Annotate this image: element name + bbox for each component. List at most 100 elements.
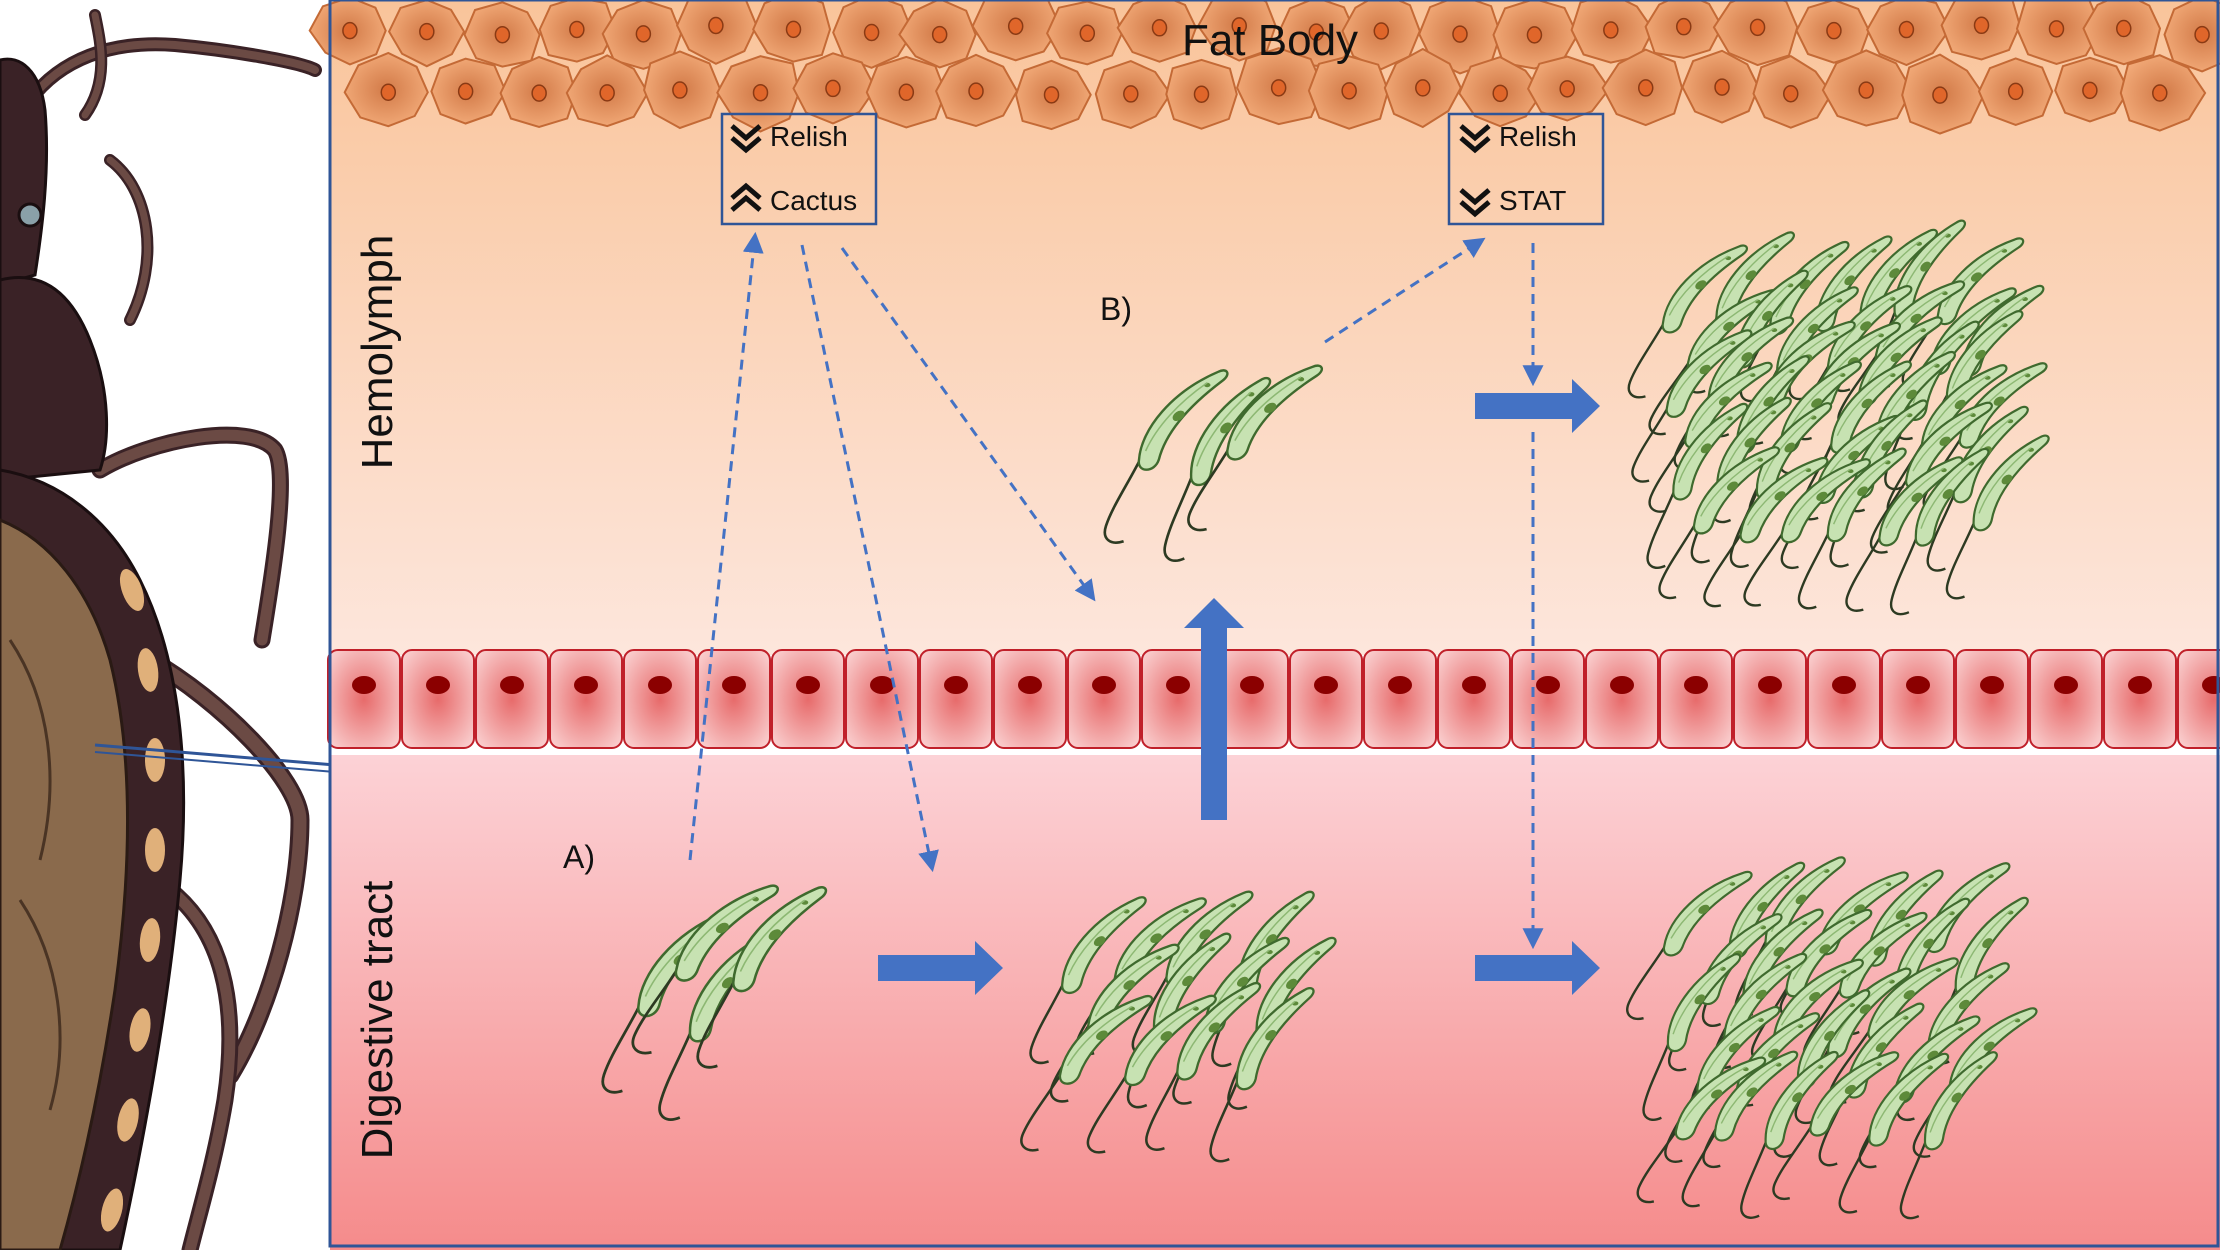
dashed-arrow-gut-to-box-a: [688, 231, 764, 861]
fat-cell-nucleus: [1603, 21, 1619, 39]
insect-illustration: [0, 9, 336, 1250]
epithelial-nucleus: [1536, 676, 1560, 694]
epithelial-cell: [2177, 649, 2220, 749]
fat-cell-nucleus: [672, 81, 688, 99]
epithelial-nucleus: [1758, 676, 1782, 694]
epithelial-nucleus: [426, 676, 450, 694]
fat-body-layer: [308, 0, 2220, 135]
fat-cell-nucleus: [531, 84, 547, 102]
box-a-item1: Relish: [770, 121, 848, 152]
fat-cell-nucleus: [752, 83, 769, 102]
epithelial-nucleus: [1018, 676, 1042, 694]
epithelial-nucleus: [1610, 676, 1634, 694]
dashed-arrow-box-a-to-gut: [800, 244, 939, 873]
panel-border: [328, 0, 2220, 1248]
fat-cell: [2163, 0, 2220, 73]
fat-cell-nucleus: [2048, 20, 2065, 38]
fat-cell-nucleus: [1714, 78, 1730, 96]
fat-cell-nucleus: [2082, 81, 2098, 100]
fat-cell-nucleus: [785, 20, 802, 39]
epithelial-nucleus: [352, 676, 376, 694]
fat-cell-nucleus: [1308, 23, 1325, 41]
epithelial-cell: [327, 649, 401, 749]
epithelial-cell: [1881, 649, 1955, 749]
epithelial-cell: [623, 649, 697, 749]
epithelial-nucleus: [722, 676, 746, 694]
chevron-down-icon: [730, 124, 762, 154]
epithelial-cell: [1437, 649, 1511, 749]
epithelial-nucleus: [648, 676, 672, 694]
box-a-item2: Cactus: [770, 185, 857, 216]
fat-cell-nucleus: [1526, 26, 1543, 44]
fat-cell-nucleus: [1826, 21, 1842, 40]
epithelial-nucleus: [574, 676, 598, 694]
epithelial-nucleus: [2054, 676, 2078, 694]
epithelial-cell: [1585, 649, 1659, 749]
fat-cell-nucleus: [2007, 82, 2024, 101]
fat-cell-nucleus: [599, 84, 615, 102]
fat-cell-nucleus: [1123, 85, 1139, 103]
chevron-down-icon: [1459, 124, 1491, 154]
epithelial-nucleus: [2128, 676, 2152, 694]
epithelial-nucleus: [870, 676, 894, 694]
block-arrow-gut-growth-1: [878, 941, 1003, 995]
fat-cell-nucleus: [1079, 24, 1096, 43]
fat-body-label: Fat Body: [1182, 16, 1358, 65]
fat-cell-nucleus: [1973, 16, 1990, 35]
fat-cell-nucleus: [342, 21, 358, 40]
chevron-up-icon: [730, 182, 762, 212]
dashed-arrow-hemolymph-to-box-b: [1324, 237, 1486, 344]
panel-a-label: A): [563, 839, 595, 875]
epithelial-cell: [1733, 649, 1807, 749]
epithelial-cell: [1511, 649, 1585, 749]
panel-b-label: B): [1100, 291, 1132, 327]
epithelial-cell: [1807, 649, 1881, 749]
epithelial-nucleus: [1092, 676, 1116, 694]
digestive-tract-label: Digestive tract: [353, 881, 402, 1160]
dashed-arrow-box-a-to-epithelium: [840, 247, 1096, 602]
fat-cell-nucleus: [1492, 84, 1508, 103]
epithelial-nucleus: [500, 676, 524, 694]
box-b-item1: Relish: [1499, 121, 1577, 152]
fat-cell-nucleus: [1932, 86, 1948, 104]
fat-cell-nucleus: [1637, 79, 1654, 97]
epithelial-cell: [1363, 649, 1437, 749]
fat-cell-nucleus: [1749, 18, 1766, 37]
fat-cell-nucleus: [1341, 82, 1357, 100]
block-arrow-gut-growth-2: [1475, 941, 1600, 995]
epithelial-nucleus: [944, 676, 968, 694]
fat-cell-nucleus: [2116, 19, 2132, 38]
epithelial-cell: [993, 649, 1067, 749]
box-b-immune-genes: Relish STAT: [1447, 112, 1605, 226]
fat-cell-nucleus: [569, 20, 585, 39]
epithelial-nucleus: [1314, 676, 1338, 694]
epithelial-nucleus: [1462, 676, 1486, 694]
intestinal-epithelium: [327, 649, 2220, 749]
fat-cell-nucleus: [1231, 17, 1247, 35]
fat-cell-nucleus: [1373, 22, 1390, 40]
epithelial-nucleus: [1906, 676, 1930, 694]
fat-cell-nucleus: [898, 83, 915, 102]
epithelial-cell: [845, 649, 919, 749]
fat-cell-nucleus: [2152, 84, 2168, 102]
epithelial-cell: [2029, 649, 2103, 749]
epithelial-nucleus: [1684, 676, 1708, 694]
epithelial-cell: [1659, 649, 1733, 749]
epithelial-nucleus: [1388, 676, 1412, 694]
epithelial-nucleus: [1166, 676, 1190, 694]
fat-cell-nucleus: [1270, 79, 1287, 97]
epithelial-nucleus: [2202, 676, 2220, 694]
fat-cell-nucleus: [1676, 17, 1692, 36]
box-a-immune-genes: Relish Cactus: [720, 112, 878, 226]
fat-cell-nucleus: [708, 16, 724, 35]
fat-cell-nucleus: [1559, 80, 1575, 98]
block-arrow-hemolymph-growth: [1475, 379, 1600, 433]
fat-cell-nucleus: [1151, 19, 1168, 37]
hemolymph-label: Hemolymph: [353, 235, 402, 470]
fat-cell-nucleus: [380, 83, 397, 102]
epithelial-nucleus: [1832, 676, 1856, 694]
fat-cell-nucleus: [1415, 79, 1431, 97]
fat-cell-nucleus: [825, 79, 841, 98]
fat-cell-nucleus: [635, 25, 652, 43]
